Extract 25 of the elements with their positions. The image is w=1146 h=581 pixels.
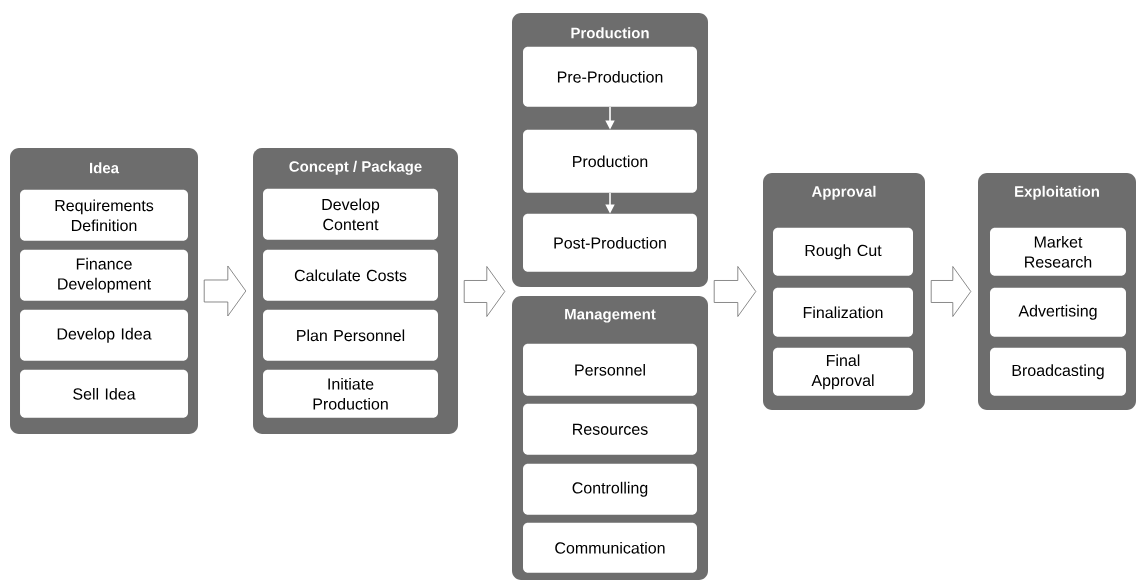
step-box: Market Research xyxy=(990,227,1126,276)
step-box: Calculate Costs xyxy=(263,249,438,301)
step-box: Finalization xyxy=(773,287,913,337)
block-arrow xyxy=(463,266,506,317)
block-arrow xyxy=(203,265,247,317)
step-box: Production xyxy=(523,129,697,193)
step-box: Advertising xyxy=(990,287,1126,337)
step-box: Controlling xyxy=(523,463,697,515)
step-box: Final Approval xyxy=(773,347,913,396)
step-box: Post-Production xyxy=(523,213,697,272)
block-arrow xyxy=(930,266,972,317)
step-box: Finance Development xyxy=(20,249,188,301)
step-box: Pre-Production xyxy=(523,46,697,107)
step-box: Communication xyxy=(523,522,697,573)
step-box: Requirements Definition xyxy=(20,189,188,241)
step-box: Broadcasting xyxy=(990,347,1126,396)
block-arrow xyxy=(713,266,757,317)
step-box: Initiate Production xyxy=(263,369,438,418)
step-box: Resources xyxy=(523,403,697,455)
step-box: Rough Cut xyxy=(773,227,913,276)
step-box: Develop Content xyxy=(263,188,438,240)
step-box: Plan Personnel xyxy=(263,309,438,361)
step-box: Develop Idea xyxy=(20,309,188,361)
step-box: Sell Idea xyxy=(20,369,188,418)
step-box: Personnel xyxy=(523,343,697,396)
